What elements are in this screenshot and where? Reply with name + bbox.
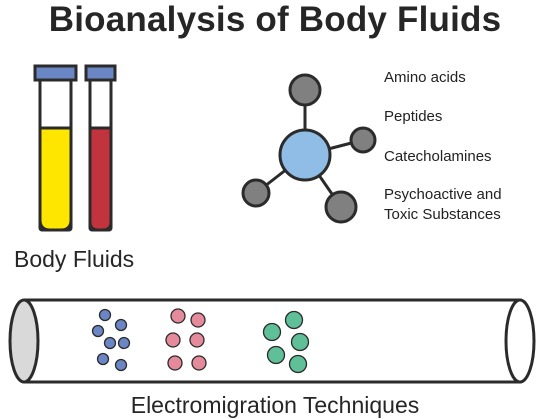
page-title: Bioanalysis of Body Fluids [48,0,502,39]
particle [284,310,304,330]
particle [167,355,183,371]
particle [98,308,112,322]
particle [190,312,206,328]
analyte-amino-acids: Amino acids [384,69,466,86]
particles-blue [91,308,131,372]
particle [96,352,110,366]
particle [189,332,205,348]
particle [266,345,286,365]
particle [191,355,207,371]
particle [114,358,128,372]
test-tube-yellow-icon [33,64,78,232]
molecule-icon [241,73,377,224]
particle [262,322,282,342]
test-tube-red-icon [84,64,117,232]
analyte-catecholamines: Catecholamines [384,148,492,165]
particle [117,336,131,350]
analyte-psychoactive-toxic: Psychoactive and Toxic Substances [384,186,502,223]
particle [165,332,181,348]
particles-pink [165,308,207,371]
particle [170,308,186,324]
particle [288,354,308,374]
particle [91,324,105,338]
particle [114,318,128,332]
electromigration-label: Electromigration Techniques [130,392,420,418]
particle [103,336,117,350]
particles-green [262,310,310,374]
body-fluids-label: Body Fluids [14,246,135,272]
particle [290,332,310,352]
analyte-peptides: Peptides [384,108,443,125]
